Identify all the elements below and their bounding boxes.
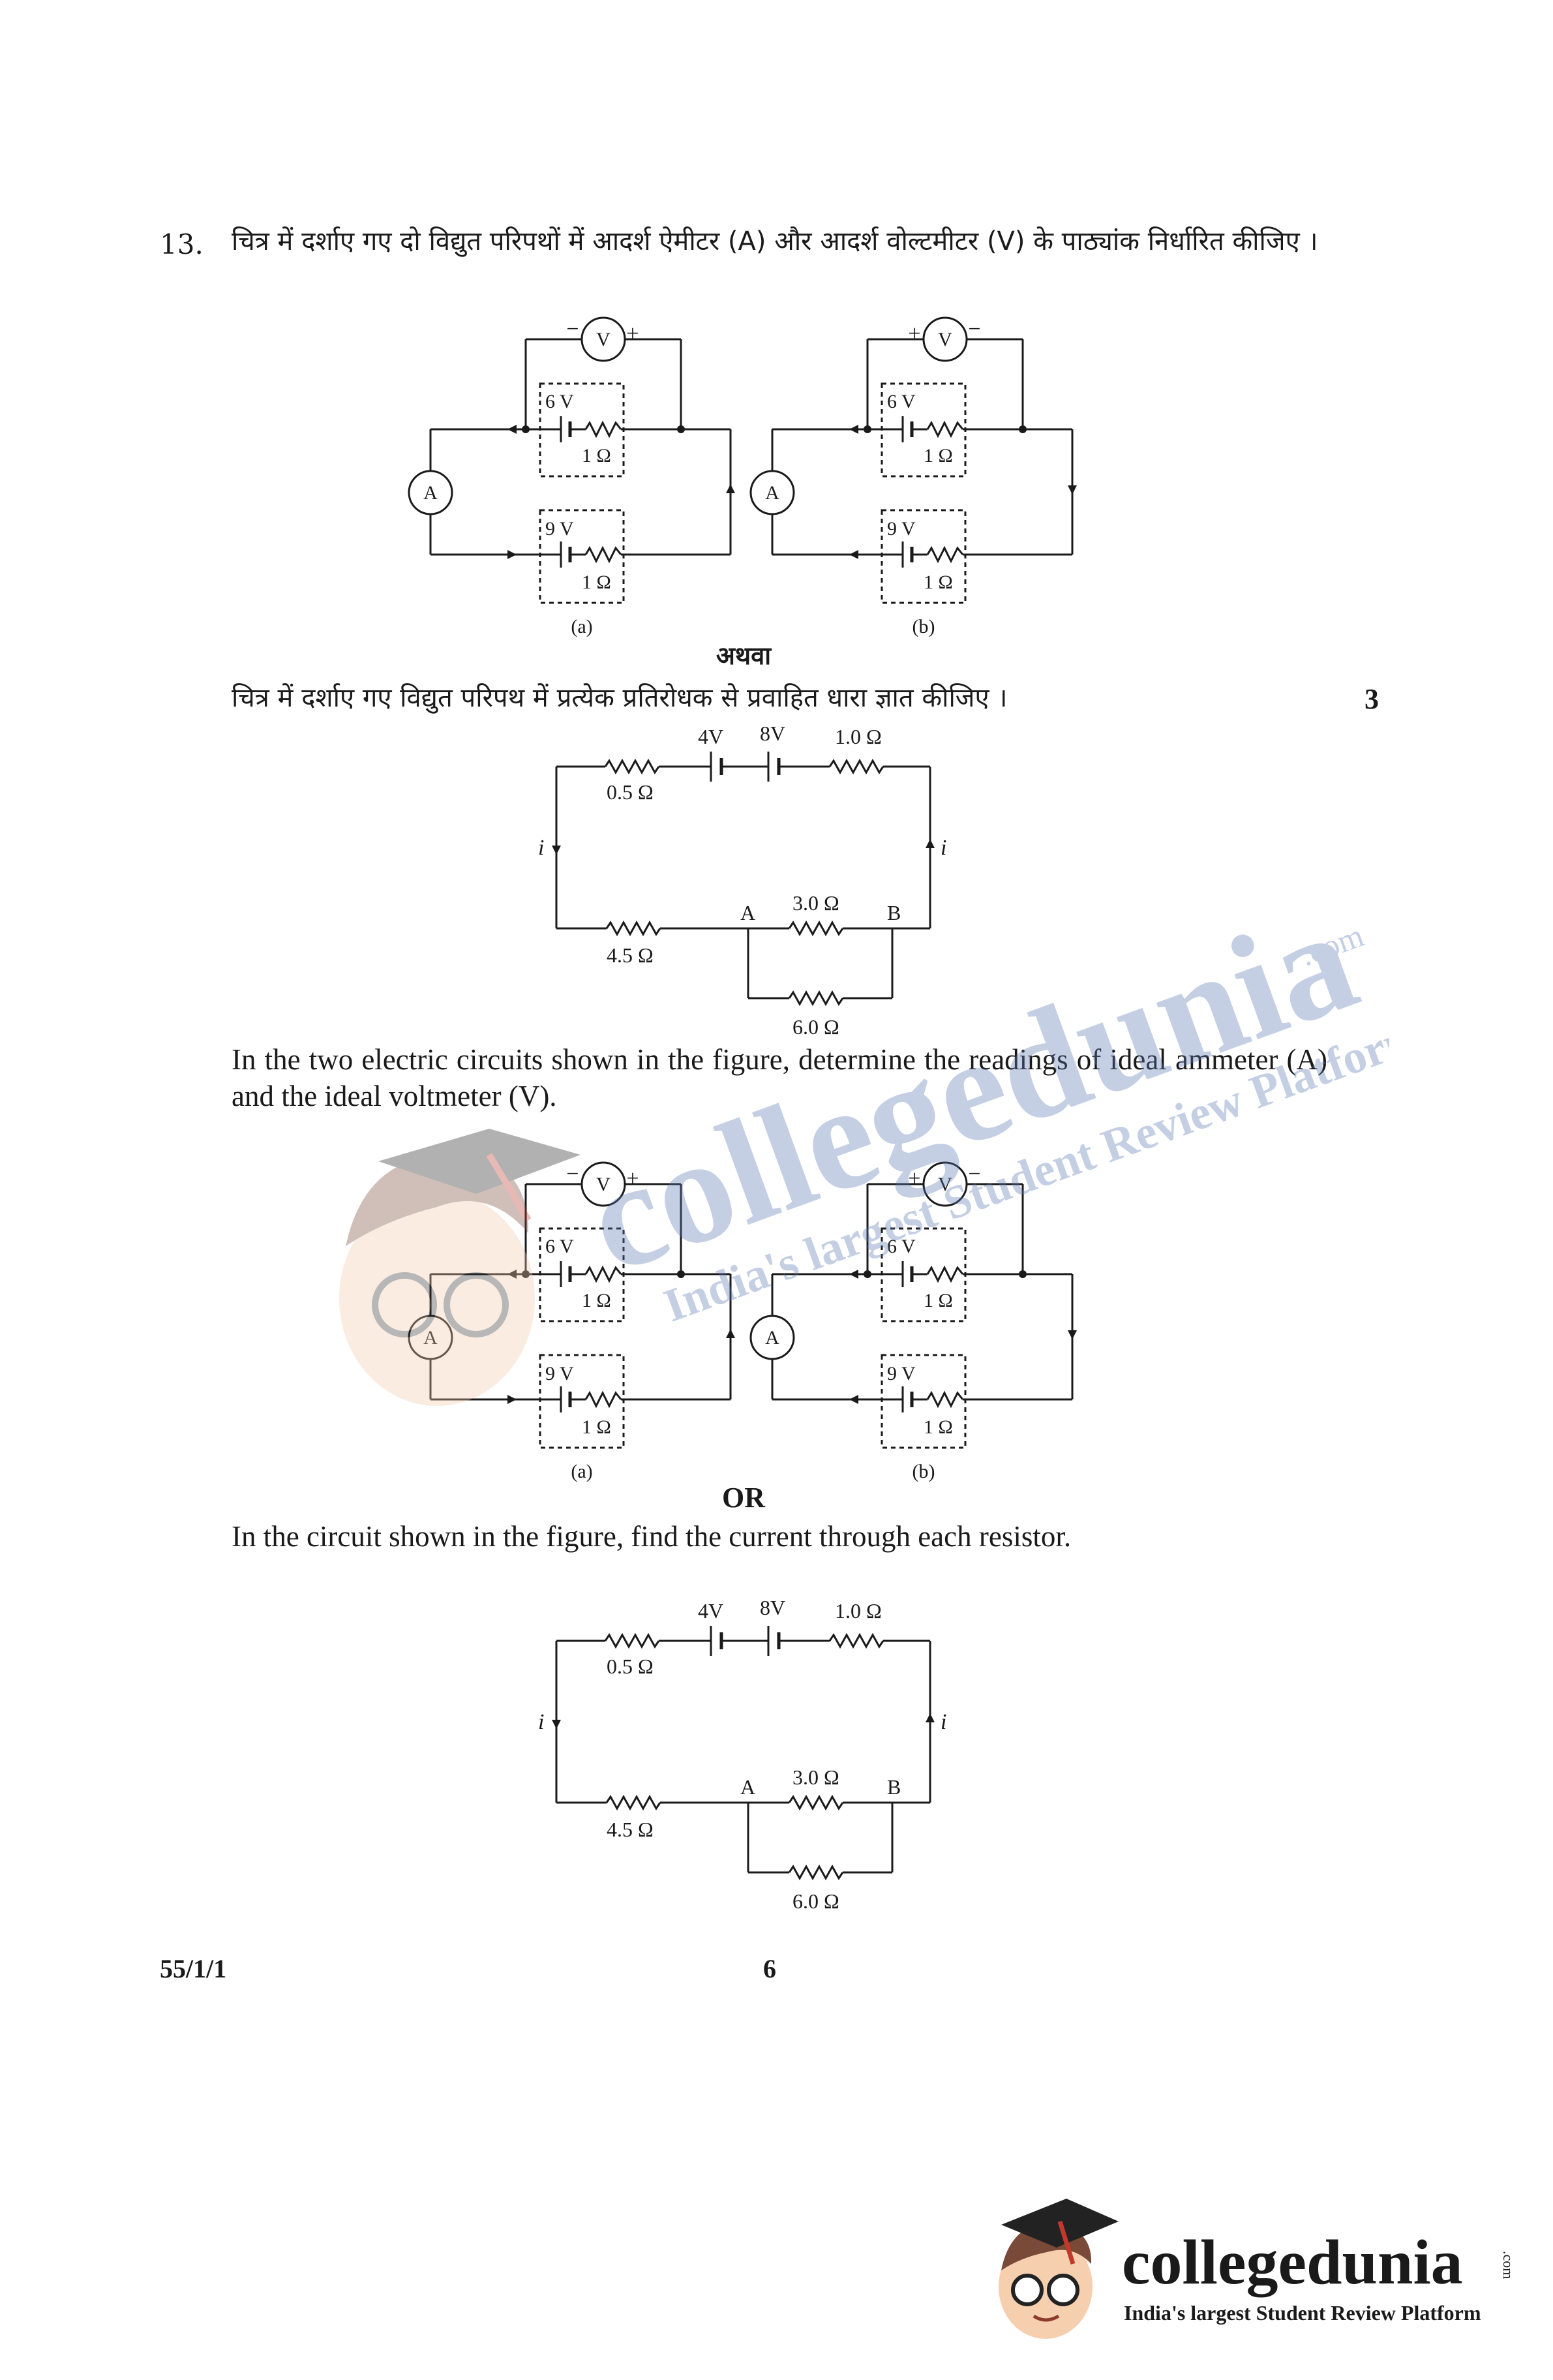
svg-text:0.5 Ω: 0.5 Ω xyxy=(607,1655,654,1678)
svg-text:4V: 4V xyxy=(698,725,723,748)
svg-text:4.5 Ω: 4.5 Ω xyxy=(607,943,654,967)
collegedunia-logo: collegedunia .com India's largest Studen… xyxy=(982,2192,1523,2342)
circuit-a: V A − + 6 V 1 Ω 9 V 1 Ω (a) xyxy=(409,317,735,637)
circuit-pair-figure-english: V A − + 6 V 1 Ω 9 V 1 Ω (a) V A + − 6 V … xyxy=(391,1152,1122,1484)
marks: 3 xyxy=(1365,683,1379,715)
svg-text:6 V: 6 V xyxy=(887,391,916,412)
alt-question-english: In the circuit shown in the figure, find… xyxy=(232,1520,1072,1553)
svg-text:.com: .com xyxy=(1295,917,1368,973)
svg-text:6 V: 6 V xyxy=(545,1236,574,1257)
svg-text:i: i xyxy=(941,1710,946,1734)
svg-text:(a): (a) xyxy=(571,1461,592,1482)
svg-text:1 Ω: 1 Ω xyxy=(582,1290,611,1311)
svg-text:3.0 Ω: 3.0 Ω xyxy=(792,1765,839,1789)
question-number: 13. xyxy=(160,228,204,260)
svg-text:1 Ω: 1 Ω xyxy=(924,1290,953,1311)
or-hindi: अथवा xyxy=(716,641,772,670)
logo-suffix: .com xyxy=(1500,2251,1516,2279)
svg-text:1 Ω: 1 Ω xyxy=(924,572,953,593)
logo-wordmark: collegedunia xyxy=(1122,2227,1463,2298)
page-number: 6 xyxy=(763,1954,776,1983)
svg-text:A: A xyxy=(740,1775,755,1799)
svg-text:V: V xyxy=(596,1174,611,1195)
question-text-english: In the two electric circuits shown in th… xyxy=(232,1043,1327,1112)
svg-text:0.5 Ω: 0.5 Ω xyxy=(607,780,654,804)
svg-text:8V: 8V xyxy=(760,722,785,745)
svg-text:4V: 4V xyxy=(698,1599,723,1623)
question-text-hindi: चित्र में दर्शाए गए दो विद्युत परिपथों म… xyxy=(232,226,1318,256)
or-english: OR xyxy=(722,1482,765,1514)
svg-text:V: V xyxy=(938,1174,952,1195)
svg-text:A: A xyxy=(740,901,755,924)
svg-text:+: + xyxy=(908,322,920,346)
svg-text:A: A xyxy=(765,482,779,504)
svg-text:1 Ω: 1 Ω xyxy=(924,445,953,466)
svg-text:+: + xyxy=(626,322,639,346)
svg-text:9 V: 9 V xyxy=(545,518,574,540)
svg-text:i: i xyxy=(538,836,544,860)
svg-text:1.0 Ω: 1.0 Ω xyxy=(835,725,882,748)
svg-text:4.5 Ω: 4.5 Ω xyxy=(607,1818,654,1841)
alt-question-hindi: चित्र में दर्शाए गए विद्युत परिपथ में प्… xyxy=(232,683,1008,713)
svg-text:(b): (b) xyxy=(912,616,935,637)
svg-text:6.0 Ω: 6.0 Ω xyxy=(792,1015,839,1039)
svg-text:1 Ω: 1 Ω xyxy=(582,572,611,593)
svg-text:(b): (b) xyxy=(912,1461,935,1482)
svg-text:6.0 Ω: 6.0 Ω xyxy=(792,1889,839,1913)
svg-text:−: − xyxy=(968,1162,980,1186)
svg-text:3.0 Ω: 3.0 Ω xyxy=(792,891,839,915)
svg-text:A: A xyxy=(765,1327,779,1349)
logo-tagline: India's largest Student Review Platform xyxy=(1124,2301,1481,2325)
svg-text:B: B xyxy=(887,901,901,924)
svg-text:1.0 Ω: 1.0 Ω xyxy=(835,1599,882,1623)
mascot-icon xyxy=(999,2199,1119,2339)
circuit-b: V A + − 6 V 1 Ω 9 V 1 Ω (b) xyxy=(751,317,1077,637)
svg-text:−: − xyxy=(566,317,579,341)
svg-text:1 Ω: 1 Ω xyxy=(582,1416,611,1438)
svg-text:−: − xyxy=(968,317,980,341)
svg-text:i: i xyxy=(941,836,946,860)
svg-text:i: i xyxy=(538,1710,544,1734)
svg-text:8V: 8V xyxy=(760,1596,785,1619)
svg-text:9 V: 9 V xyxy=(545,1363,574,1384)
circuit-pair-figure: V A − + 6 V 1 Ω 9 V 1 Ω (a) V A + − 6 V … xyxy=(391,307,1122,639)
svg-text:V: V xyxy=(596,329,611,350)
svg-text:V: V xyxy=(938,329,952,350)
svg-text:+: + xyxy=(626,1167,639,1191)
paper-code: 55/1/1 xyxy=(160,1954,227,1983)
svg-text:1 Ω: 1 Ω xyxy=(924,1416,953,1438)
svg-text:6 V: 6 V xyxy=(545,391,574,412)
svg-text:B: B xyxy=(887,1775,901,1799)
svg-text:A: A xyxy=(423,482,438,504)
svg-text:−: − xyxy=(566,1162,579,1186)
svg-text:9 V: 9 V xyxy=(887,1363,916,1384)
svg-text:A: A xyxy=(423,1327,438,1349)
single-circuit-figure-1: 4V 8V 1.0 Ω 0.5 Ω i i 4.5 Ω A B 3.0 Ω 6.… xyxy=(509,718,965,1044)
circuit-b-english: V A + − 6 V 1 Ω 9 V 1 Ω (b) xyxy=(751,1162,1077,1482)
single-circuit-figure-2: 4V 8V 1.0 Ω 0.5 Ω i i 4.5 Ω A B 3.0 Ω 6.… xyxy=(509,1592,965,1918)
svg-text:6 V: 6 V xyxy=(887,1236,916,1257)
svg-text:(a): (a) xyxy=(571,616,592,637)
svg-text:1 Ω: 1 Ω xyxy=(582,445,611,466)
svg-text:9 V: 9 V xyxy=(887,518,916,540)
circuit-a-english: V A − + 6 V 1 Ω 9 V 1 Ω (a) xyxy=(409,1162,735,1482)
svg-text:+: + xyxy=(908,1167,920,1191)
